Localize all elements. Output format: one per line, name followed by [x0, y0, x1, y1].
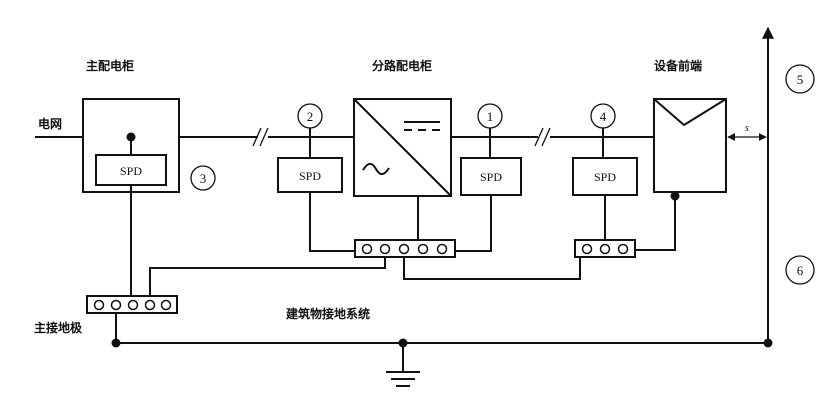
dc-symbol — [404, 121, 440, 131]
marker-1-circle — [477, 103, 503, 129]
converter-diagonal — [353, 98, 452, 197]
spd-main-box — [95, 154, 167, 186]
marker-3-circle — [190, 165, 216, 191]
marker-5-circle — [785, 64, 815, 94]
grid-label: 电网 — [38, 116, 62, 131]
wire-sub-to-equipment-bar — [403, 257, 581, 280]
sub-earth-bar-terminals — [361, 243, 448, 255]
main-earth-bar-label: 主接地极 — [34, 320, 83, 335]
marker-6-circle — [785, 255, 815, 285]
building-earth-conductor — [115, 313, 768, 344]
marker-5: 5 — [797, 72, 804, 87]
sub-panel-title: 分路配电柜 — [372, 58, 432, 73]
front-equipment-box — [653, 98, 727, 193]
earth-ground-icon — [386, 371, 420, 387]
spd-4-label: SPD — [594, 170, 616, 184]
marker-3: 3 — [200, 171, 207, 186]
ac-symbol — [362, 162, 390, 176]
main-earth-bar-terminals — [93, 299, 172, 311]
spd-main-label: SPD — [120, 164, 142, 178]
wire-equipment-to-bar — [635, 196, 676, 251]
separation-distance-label: s — [745, 123, 749, 134]
line-break-mark-1 — [252, 127, 269, 147]
line-break-mark-2 — [534, 127, 551, 147]
equipment-earth-bar-terminals — [581, 243, 629, 255]
junction-dot-equipment — [670, 191, 680, 201]
spd-2-box — [277, 157, 343, 193]
marker-4: 4 — [600, 109, 607, 124]
spd-2-label: SPD — [299, 169, 321, 183]
wire-spd2-to-bar — [309, 192, 355, 252]
junction-dot-earth-left — [111, 338, 121, 348]
marker-6: 6 — [797, 263, 804, 278]
wire-spd1-to-bar — [455, 195, 492, 252]
marker-2-circle — [297, 103, 323, 129]
spd-4-box — [572, 157, 638, 196]
marker-1: 1 — [487, 109, 494, 124]
main-panel-title: 主配电柜 — [86, 58, 134, 73]
front-equipment-title: 设备前端 — [654, 58, 702, 73]
equipment-symbol — [653, 98, 727, 127]
spd-1-label: SPD — [480, 170, 502, 184]
marker-4-circle — [590, 103, 616, 129]
building-earth-label: 建筑物接地系统 — [285, 306, 370, 321]
wire-sub-to-main-bar — [149, 257, 386, 296]
marker-2: 2 — [307, 109, 314, 124]
